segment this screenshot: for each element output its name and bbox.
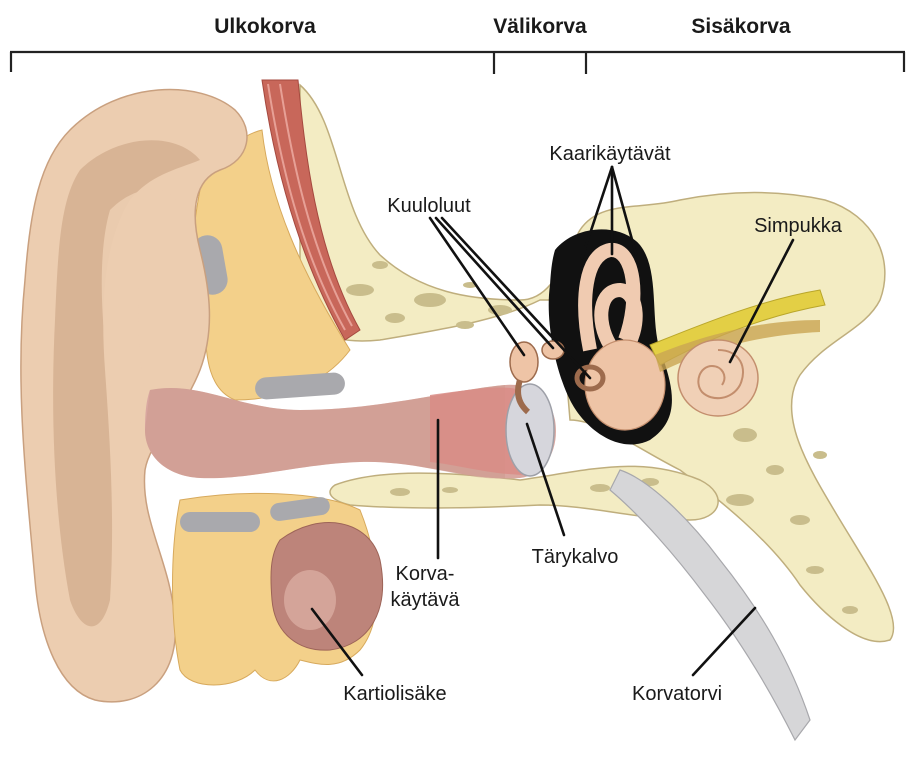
section-label-inner-ear: Sisäkorva bbox=[691, 15, 791, 38]
label-cochlea: Simpukka bbox=[754, 215, 843, 237]
cochlea-shape bbox=[678, 340, 758, 416]
label-ossicles: Kuuloluut bbox=[387, 195, 471, 217]
label-eustachian-tube: Korvatorvi bbox=[632, 683, 722, 705]
mastoid-highlight bbox=[284, 570, 336, 630]
section-label-middle-ear: Välikorva bbox=[493, 15, 587, 38]
label-eardrum: Tärykalvo bbox=[532, 546, 619, 568]
label-semicircular-canals: Kaarikäytävät bbox=[549, 143, 671, 165]
label-ear-canal-line2: käytävä bbox=[391, 589, 461, 611]
leader-ossicles-2 bbox=[436, 218, 553, 348]
section-brackets bbox=[10, 52, 905, 74]
label-mastoid: Kartiolisäke bbox=[343, 683, 446, 705]
section-label-outer-ear: Ulkokorva bbox=[214, 15, 316, 38]
leader-ossicles-1 bbox=[430, 218, 524, 355]
cartilage-lower-1 bbox=[180, 512, 260, 532]
label-ear-canal-line1: Korva- bbox=[396, 563, 455, 585]
